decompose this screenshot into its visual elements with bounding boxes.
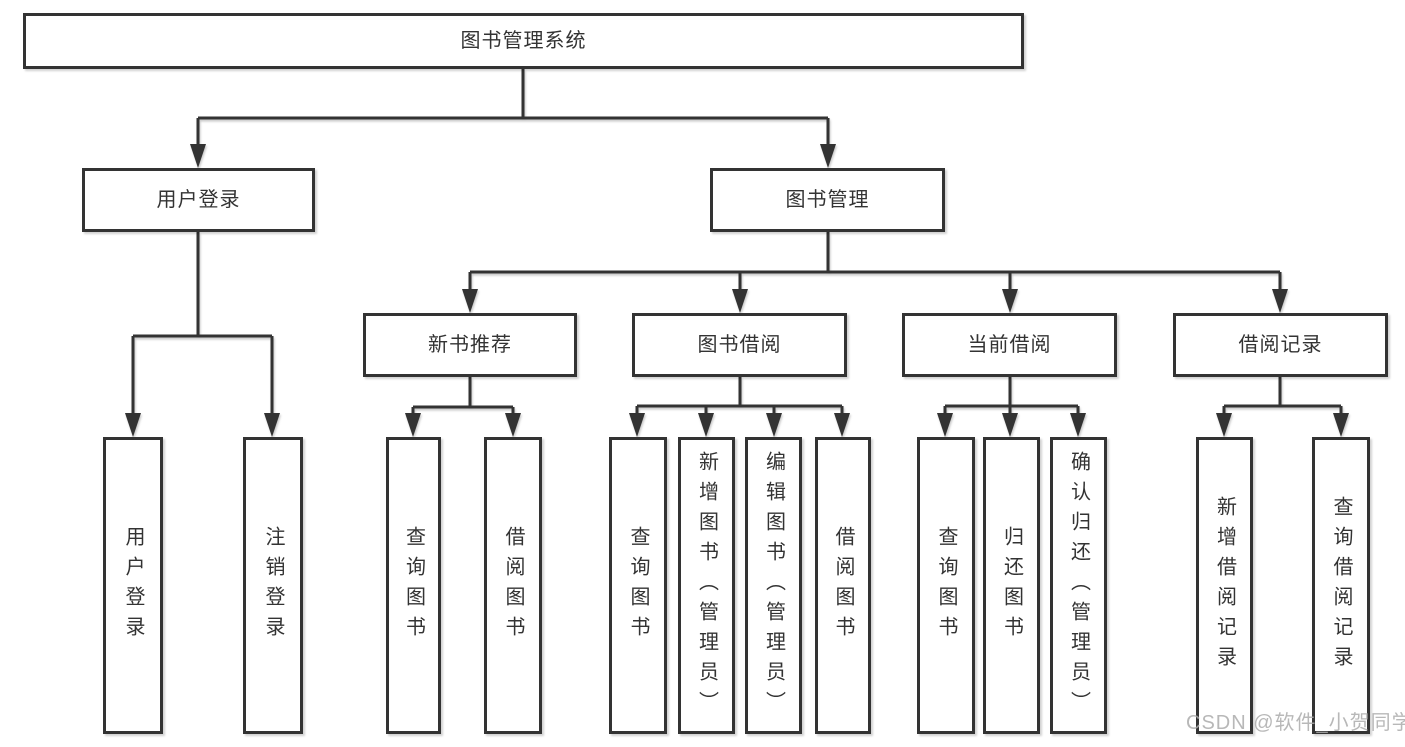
node-current-borrow-label: 当前借阅 xyxy=(967,334,1052,356)
node-leaf-borrow-books-label: 借阅图书 xyxy=(832,525,854,646)
node-current-borrow: 当前借阅 xyxy=(902,313,1117,377)
node-leaf-query-borrow-record-label: 查询借阅记录 xyxy=(1330,495,1352,676)
node-book-borrow: 图书借阅 xyxy=(632,313,847,377)
node-leaf-edit-books-admin: 编辑图书（管理员） xyxy=(745,437,802,734)
node-leaf-add-books-admin: 新增图书（管理员） xyxy=(678,437,735,734)
node-leaf-return-books: 归还图书 xyxy=(983,437,1040,734)
node-leaf-query-books-recommend-label: 查询图书 xyxy=(402,525,425,646)
node-leaf-user-login: 用户登录 xyxy=(103,437,163,734)
node-root-system: 图书管理系统 xyxy=(23,13,1024,69)
node-leaf-query-borrow-record: 查询借阅记录 xyxy=(1312,437,1370,734)
arrowhead-icons xyxy=(125,144,1349,437)
node-leaf-return-books-label: 归还图书 xyxy=(1000,525,1023,646)
node-book-management: 图书管理 xyxy=(710,168,945,232)
node-new-book-recommend-label: 新书推荐 xyxy=(428,334,512,356)
node-leaf-edit-books-admin-label: 编辑图书（管理员） xyxy=(762,450,785,721)
node-root-system-label: 图书管理系统 xyxy=(460,30,587,52)
node-leaf-logout: 注销登录 xyxy=(243,437,303,734)
node-book-borrow-label: 图书借阅 xyxy=(697,334,782,356)
node-leaf-borrow-books: 借阅图书 xyxy=(815,437,871,734)
node-leaf-confirm-return-admin-label: 确认归还（管理员） xyxy=(1067,450,1090,721)
node-book-management-label: 图书管理 xyxy=(785,189,870,211)
node-leaf-query-books-current: 查询图书 xyxy=(917,437,975,734)
node-borrow-records-label: 借阅记录 xyxy=(1238,334,1323,356)
node-leaf-query-books-borrow-label: 查询图书 xyxy=(627,525,649,646)
node-leaf-add-books-admin-label: 新增图书（管理员） xyxy=(695,450,718,721)
node-leaf-query-books-borrow: 查询图书 xyxy=(609,437,667,734)
node-leaf-confirm-return-admin: 确认归还（管理员） xyxy=(1050,437,1107,734)
node-leaf-query-books-recommend: 查询图书 xyxy=(386,437,441,734)
node-user-login-label: 用户登录 xyxy=(156,189,241,211)
node-borrow-records: 借阅记录 xyxy=(1173,313,1388,377)
node-leaf-add-borrow-record: 新增借阅记录 xyxy=(1196,437,1253,734)
csdn-watermark: CSDN @软件_小贺同学 xyxy=(1186,712,1405,734)
node-leaf-borrow-books-recommend: 借阅图书 xyxy=(484,437,542,734)
node-leaf-add-borrow-record-label: 新增借阅记录 xyxy=(1213,495,1236,676)
node-leaf-query-books-current-label: 查询图书 xyxy=(935,525,957,646)
node-leaf-logout-label: 注销登录 xyxy=(262,525,284,646)
node-leaf-user-login-label: 用户登录 xyxy=(122,525,144,646)
node-user-login: 用户登录 xyxy=(82,168,315,232)
node-leaf-borrow-books-recommend-label: 借阅图书 xyxy=(502,525,524,646)
node-new-book-recommend: 新书推荐 xyxy=(363,313,577,377)
